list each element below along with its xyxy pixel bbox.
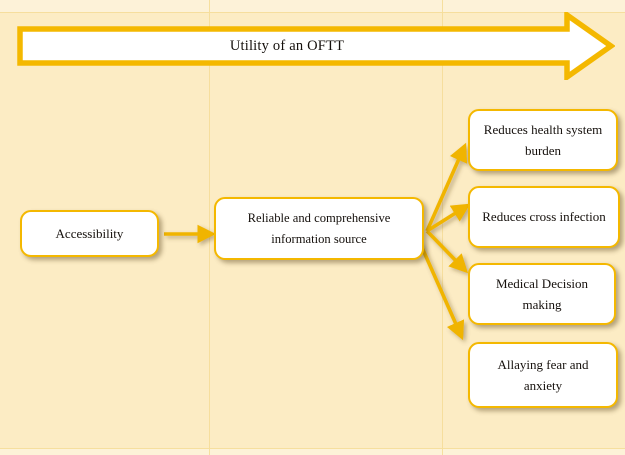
connector-reliable-to-crossinf [426, 203, 471, 233]
background-band-bottom [0, 448, 625, 455]
node-allaying-fear-and-anxiety[interactable]: Allaying fear and anxiety [468, 342, 618, 408]
node-accessibility[interactable]: Accessibility [20, 210, 159, 257]
node-reliable-information-source[interactable]: Reliable and comprehensive information s… [214, 197, 424, 260]
node-decision-label: Medical Decision making [495, 275, 589, 312]
connector-reliable-to-burden [425, 142, 468, 232]
node-anxiety-label: Allaying fear and anxiety [497, 356, 589, 393]
node-medical-decision-making[interactable]: Medical Decision making [468, 263, 616, 325]
banner-arrow-shape [17, 12, 615, 80]
node-burden-label: Reduces health system burden [483, 121, 603, 158]
connector-reliable-to-decision [425, 229, 469, 274]
grid-line-horizontal-top [0, 12, 625, 13]
node-accessibility-label: Accessibility [55, 225, 124, 241]
node-crossinf-label: Reduces cross infection [482, 209, 606, 225]
node-reduces-health-system-burden[interactable]: Reduces health system burden [468, 109, 618, 171]
connector-reliable-to-anxiety [418, 242, 465, 341]
grid-line-vertical-2 [442, 0, 443, 455]
background-band-top [0, 0, 625, 12]
grid-line-horizontal-bottom [0, 448, 625, 449]
node-reduces-cross-infection[interactable]: Reduces cross infection [468, 186, 620, 248]
node-reliable-label: Reliable and comprehensive information s… [247, 210, 391, 246]
